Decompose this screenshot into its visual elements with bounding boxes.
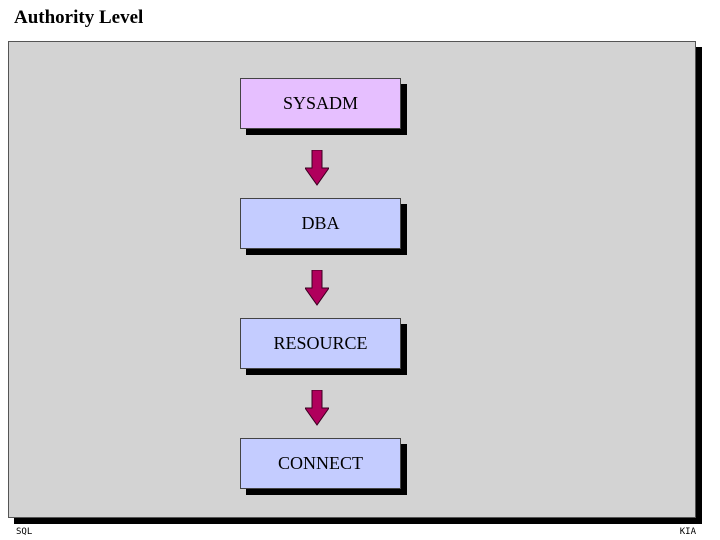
- footer-left-label: SQL: [16, 527, 33, 537]
- node-dba: DBA: [240, 198, 401, 249]
- footer-right-label: KIA: [679, 527, 696, 537]
- node-resource: RESOURCE: [240, 318, 401, 369]
- down-arrow-icon: [305, 150, 329, 186]
- page-title: Authority Level: [14, 7, 144, 28]
- down-arrow-icon: [305, 390, 329, 426]
- node-sysadm: SYSADM: [240, 78, 401, 129]
- down-arrow-icon: [305, 270, 329, 306]
- node-connect: CONNECT: [240, 438, 401, 489]
